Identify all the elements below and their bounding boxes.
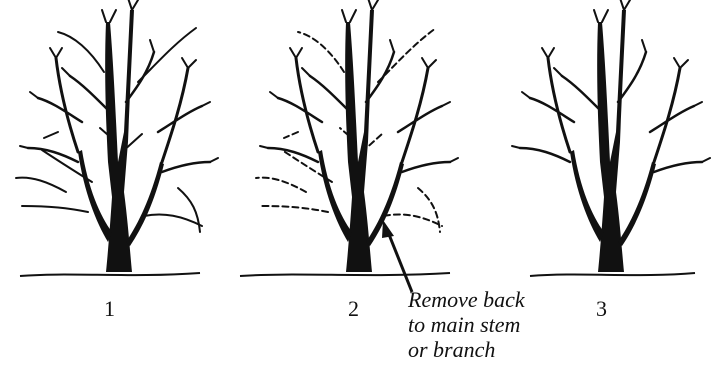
tree-1-unpruned — [16, 0, 218, 272]
callout-line-3: or branch — [408, 337, 525, 362]
callout-line-2: to main stem — [408, 312, 525, 337]
callout-arrow — [382, 220, 412, 292]
tree-3-pruned — [512, 0, 710, 272]
ground-line-3 — [530, 273, 695, 276]
ground-line-2 — [240, 273, 450, 276]
panel-number-3: 3 — [596, 296, 607, 322]
panel-number-1: 1 — [104, 296, 115, 322]
callout-line-1: Remove back — [408, 287, 525, 312]
panel-number-2: 2 — [348, 296, 359, 322]
ground-line-1 — [20, 273, 200, 276]
tree-2-marked — [256, 0, 458, 272]
callout-text: Remove back to main stem or branch — [408, 287, 525, 362]
